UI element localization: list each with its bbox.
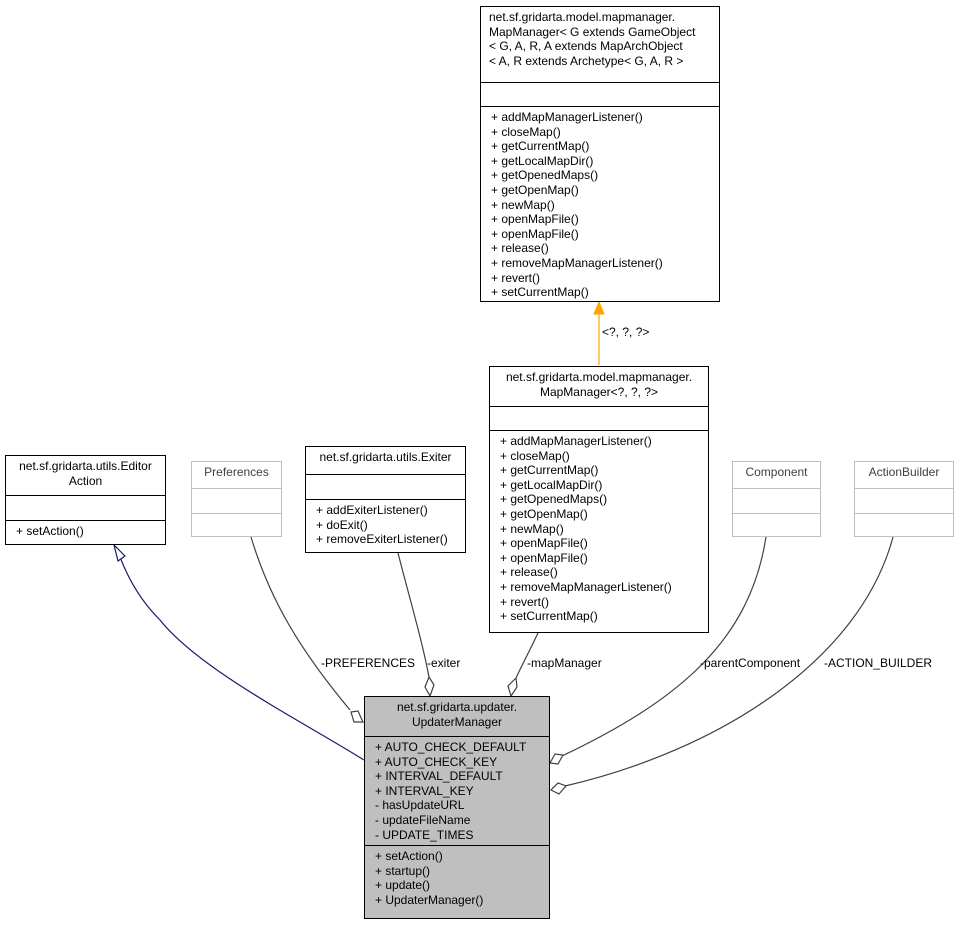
method-row: + openMapFile() — [491, 212, 579, 227]
class-attributes — [490, 406, 708, 430]
preferences-diamond — [350, 710, 364, 723]
attribute-row: - hasUpdateURL — [375, 798, 465, 813]
map-manager-diamond — [507, 676, 518, 698]
class-attributes — [855, 488, 953, 513]
method-row: + getLocalMapDir() — [500, 477, 603, 492]
attribute-row: + INTERVAL_KEY — [375, 783, 474, 798]
method-row: + getOpenedMaps() — [500, 492, 608, 507]
edge-label-map-manager: -mapManager — [527, 656, 602, 670]
class-attributes — [733, 488, 820, 513]
class-preferences[interactable]: Preferences — [191, 461, 282, 537]
class-editor-action[interactable]: net.sf.gridarta.utils.Editor Action + se… — [5, 455, 166, 545]
method-row: + addMapManagerListener() — [500, 434, 652, 448]
class-attributes — [192, 488, 281, 513]
method-row: + addExiterListener() — [316, 503, 428, 517]
method-row: + getOpenMap() — [500, 506, 588, 521]
edge-label-template-binding: <?, ?, ?> — [602, 325, 650, 339]
attribute-row: + AUTO_CHECK_KEY — [375, 754, 498, 769]
preferences-edge — [250, 536, 351, 711]
class-title: Component — [745, 465, 808, 479]
class-methods: + setAction() — [6, 520, 165, 542]
class-title: net.sf.gridarta.utils.Editor Action — [19, 459, 152, 488]
class-attributes — [6, 495, 165, 520]
edge-label-action-builder: -ACTION_BUILDER — [824, 656, 933, 670]
method-row: + removeMapManagerListener() — [491, 255, 663, 270]
class-methods: + addExiterListener() + doExit() + remov… — [306, 499, 465, 550]
method-row: + setCurrentMap() — [500, 609, 598, 624]
exiter-diamond — [424, 675, 435, 698]
method-row: + setAction() — [16, 524, 84, 538]
class-title: net.sf.gridarta.updater. UpdaterManager — [396, 700, 518, 729]
class-methods — [192, 513, 281, 537]
method-row: + getOpenedMaps() — [491, 168, 599, 183]
attribute-row: - updateFileName — [375, 812, 471, 827]
class-attributes — [481, 82, 719, 106]
class-methods: + addMapManagerListener() + closeMap() +… — [490, 430, 708, 627]
class-title: ActionBuilder — [868, 465, 940, 479]
parent-component-edge — [561, 536, 767, 757]
action-builder-diamond — [549, 782, 568, 795]
attribute-row: - UPDATE_TIMES — [375, 827, 474, 842]
action-builder-edge — [564, 536, 894, 787]
class-methods — [733, 513, 820, 537]
attribute-row: + AUTO_CHECK_DEFAULT — [375, 740, 527, 754]
method-row: + addMapManagerListener() — [491, 110, 643, 124]
method-row: + getLocalMapDir() — [491, 153, 594, 168]
inheritance-edge — [119, 556, 365, 761]
edge-label-parent-component: -parentComponent — [700, 656, 801, 670]
class-updater-manager[interactable]: net.sf.gridarta.updater. UpdaterManager … — [364, 696, 550, 919]
class-title: net.sf.gridarta.model.mapmanager. MapMan… — [489, 10, 696, 68]
method-row: + setCurrentMap() — [491, 285, 589, 300]
attribute-row: + INTERVAL_DEFAULT — [375, 769, 503, 784]
class-title: net.sf.gridarta.model.mapmanager. MapMan… — [505, 370, 693, 399]
method-row: + closeMap() — [491, 124, 561, 139]
edge-label-preferences: -PREFERENCES — [321, 656, 416, 670]
class-attributes: + AUTO_CHECK_DEFAULT + AUTO_CHECK_KEY + … — [365, 736, 549, 845]
class-attributes — [306, 474, 465, 499]
parent-component-diamond — [549, 753, 564, 765]
method-row: + newMap() — [500, 521, 564, 536]
method-row: + UpdaterManager() — [375, 892, 484, 907]
method-row: + newMap() — [491, 197, 555, 212]
class-exiter[interactable]: net.sf.gridarta.utils.Exiter + addExiter… — [305, 446, 466, 553]
method-row: + openMapFile() — [491, 226, 579, 241]
method-row: + setAction() — [375, 849, 443, 864]
method-row: + closeMap() — [500, 448, 570, 463]
method-row: + release() — [491, 241, 549, 256]
method-row: + removeExiterListener() — [316, 532, 448, 547]
inheritance-arrowhead — [112, 543, 126, 563]
method-row: + getCurrentMap() — [500, 463, 599, 478]
method-row: + getCurrentMap() — [491, 139, 590, 154]
method-row: + removeMapManagerListener() — [500, 579, 672, 594]
class-map-manager-generic[interactable]: net.sf.gridarta.model.mapmanager. MapMan… — [480, 6, 720, 302]
class-methods — [855, 513, 953, 537]
method-row: + revert() — [491, 270, 541, 285]
method-row: + getOpenMap() — [491, 182, 579, 197]
method-row: + openMapFile() — [500, 536, 588, 551]
method-row: + update() — [375, 878, 431, 893]
method-row: + release() — [500, 565, 558, 580]
class-methods: + setAction() + startup() + update() + U… — [365, 845, 549, 910]
method-row: + doExit() — [316, 517, 368, 532]
class-component[interactable]: Component — [732, 461, 821, 537]
class-methods: + addMapManagerListener() + closeMap() +… — [481, 106, 719, 303]
template-arrowhead — [593, 300, 605, 315]
class-map-manager-bound[interactable]: net.sf.gridarta.model.mapmanager. MapMan… — [489, 366, 709, 633]
class-title: net.sf.gridarta.utils.Exiter — [319, 450, 452, 464]
method-row: + openMapFile() — [500, 550, 588, 565]
map-manager-edge — [515, 632, 539, 679]
edge-label-exiter: -exiter — [427, 656, 461, 670]
class-title: Preferences — [204, 465, 269, 479]
exiter-edge — [397, 552, 430, 678]
method-row: + revert() — [500, 594, 550, 609]
method-row: + startup() — [375, 863, 431, 878]
class-action-builder[interactable]: ActionBuilder — [854, 461, 954, 537]
